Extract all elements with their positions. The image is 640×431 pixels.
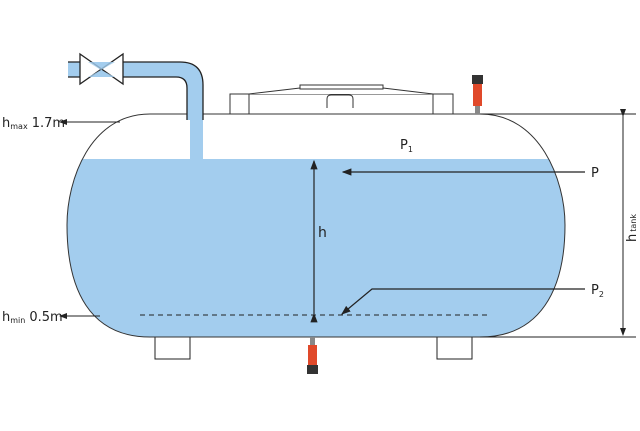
top-pressure-sensor xyxy=(472,75,483,114)
p2-label: P2 xyxy=(591,283,604,299)
inflow-stream xyxy=(190,114,203,160)
right-leg xyxy=(436,336,473,360)
p1-label: P1 xyxy=(400,138,413,154)
p2-arrow xyxy=(341,288,585,315)
h-label: h xyxy=(318,225,327,241)
left-leg xyxy=(154,336,191,360)
manway-cover xyxy=(229,84,454,115)
valve-icon xyxy=(79,52,124,86)
water-body xyxy=(67,159,565,337)
bottom-pressure-sensor xyxy=(307,337,318,374)
p-label: P xyxy=(591,166,599,181)
htank-label: htank xyxy=(625,214,640,242)
